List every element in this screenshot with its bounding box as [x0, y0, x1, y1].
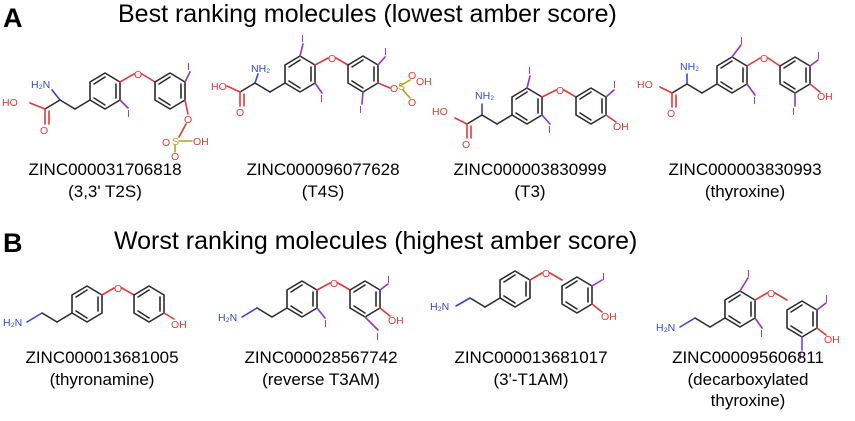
atom-o: O	[184, 114, 192, 126]
atom-i: I	[187, 61, 190, 73]
molecule-b3-structure	[455, 270, 603, 314]
atom-i: I	[817, 50, 820, 62]
atom-o: O	[236, 107, 244, 119]
atom-h2n: H₂N	[3, 317, 22, 329]
atom-i: I	[376, 331, 379, 343]
molecule-b4-id: ZINC000095606811	[672, 348, 824, 367]
molecule-b3-atom-labels: O I OH H₂N	[430, 268, 617, 323]
molecule-b2-id: ZINC000028567742	[244, 348, 397, 367]
molecule-b2-atom-labels: O I I I OH H₂N	[218, 274, 404, 343]
atom-h2n: H₂N	[656, 322, 675, 334]
atom-o: O	[408, 70, 416, 82]
molecule-b4-name: (decarboxylated	[688, 370, 809, 389]
atom-o: O	[328, 53, 336, 65]
atom-i: I	[359, 104, 362, 116]
molecule-a2-atom-labels: O I I I I O S O O OH NH₂ HO O	[211, 33, 432, 119]
atom-i: I	[127, 108, 130, 120]
molecule-b2-structure	[241, 280, 391, 331]
molecule-b1-structure	[26, 285, 175, 323]
molecule-a1-name: (3,3' T2S)	[68, 182, 142, 201]
molecule-b1-id: ZINC000013681005	[25, 348, 178, 367]
atom-i: I	[747, 268, 750, 280]
atom-i: I	[324, 318, 327, 330]
atom-o: O	[767, 288, 775, 300]
atom-oh: OH	[613, 121, 629, 133]
atom-i: I	[799, 350, 802, 362]
panel-a-letter: A	[3, 3, 23, 33]
molecule-a2-structure	[226, 43, 411, 107]
atom-i: I	[613, 79, 616, 91]
molecule-b3-id: ZINC000013681017	[454, 348, 607, 367]
molecule-a3-atom-labels: O I I I OH NH₂ HO O	[432, 65, 629, 151]
atom-i: I	[753, 95, 756, 107]
molecule-a1-id: ZINC000031706818	[28, 160, 181, 179]
atom-o: O	[542, 268, 550, 280]
atom-i: I	[740, 35, 743, 47]
atom-o: O	[171, 151, 179, 163]
atom-o: O	[462, 139, 470, 151]
atom-o: O	[667, 108, 675, 120]
atom-ho: HO	[432, 106, 448, 118]
atom-o: O	[330, 278, 338, 290]
atom-h2n: H₂N	[430, 301, 449, 313]
atom-o: O	[134, 69, 142, 81]
molecule-b4-name-line2: thyroxine)	[711, 391, 786, 410]
atom-oh: OH	[601, 311, 617, 323]
molecule-b2-name: (reverse T3AM)	[262, 370, 380, 389]
molecule-a2-id: ZINC000096077628	[246, 160, 399, 179]
panel-b-letter: B	[3, 228, 23, 258]
atom-nh2: H₂N	[31, 79, 50, 91]
molecule-a4-structure	[659, 44, 821, 108]
atom-i: I	[760, 328, 763, 340]
molecule-a4-atom-labels: O I I I I OH NH₂ HO O	[637, 35, 833, 120]
atom-oh: OH	[193, 136, 209, 148]
molecule-b3-name: (3'-T1AM)	[493, 370, 568, 389]
atom-i: I	[825, 293, 828, 305]
molecule-b4-atom-labels: O I I I I OH H₂N	[656, 268, 840, 362]
molecule-a3-structure	[454, 75, 617, 139]
atom-oh: OH	[388, 315, 404, 327]
atom-nh2: NH₂	[680, 61, 699, 73]
atom-i: I	[384, 46, 387, 58]
atom-o: O	[556, 85, 564, 97]
molecule-a3-id: ZINC000003830999	[453, 160, 606, 179]
atom-i: I	[528, 65, 531, 77]
atom-ho: HO	[2, 97, 18, 109]
panel-a-title: Best ranking molecules (lowest amber sco…	[118, 0, 617, 28]
atom-o: O	[760, 53, 768, 65]
atom-o: O	[390, 83, 398, 95]
atom-i: I	[548, 124, 551, 136]
atom-i: I	[792, 106, 795, 118]
atom-s: S	[398, 81, 405, 93]
atom-oh: OH	[416, 76, 432, 88]
atom-o: O	[408, 97, 416, 109]
atom-o: O	[162, 137, 170, 149]
molecule-a4-name: (thyroxine)	[705, 182, 785, 201]
atom-i: I	[301, 33, 304, 45]
molecule-b4-structure	[679, 277, 827, 351]
atom-o: O	[40, 125, 48, 137]
atom-oh: OH	[171, 319, 187, 331]
atom-i: I	[320, 93, 323, 105]
atom-ho: HO	[637, 79, 653, 91]
atom-ho: HO	[211, 81, 227, 93]
atom-s: S	[172, 136, 179, 148]
atom-i: I	[387, 274, 390, 286]
molecule-a2-name: (T4S)	[302, 182, 345, 201]
atom-nh2: NH₂	[475, 90, 494, 102]
panel-b-title: Worst ranking molecules (highest amber s…	[114, 227, 637, 255]
molecule-a1-atom-labels: O I I O O S OH O H₂N HO O	[2, 61, 209, 163]
atom-oh: OH	[824, 334, 840, 346]
molecule-b1-atom-labels: O OH H₂N	[3, 283, 187, 331]
molecule-a3-name: (T3)	[514, 182, 545, 201]
atom-o: O	[114, 283, 122, 295]
molecule-a4-id: ZINC000003830993	[668, 160, 821, 179]
molecule-a1-structure	[29, 71, 193, 153]
atom-oh: OH	[817, 91, 833, 103]
atom-h2n: H₂N	[218, 312, 237, 324]
atom-i: I	[602, 271, 605, 283]
molecule-b1-name: (thyronamine)	[50, 370, 155, 389]
atom-nh2: NH₂	[251, 63, 270, 75]
